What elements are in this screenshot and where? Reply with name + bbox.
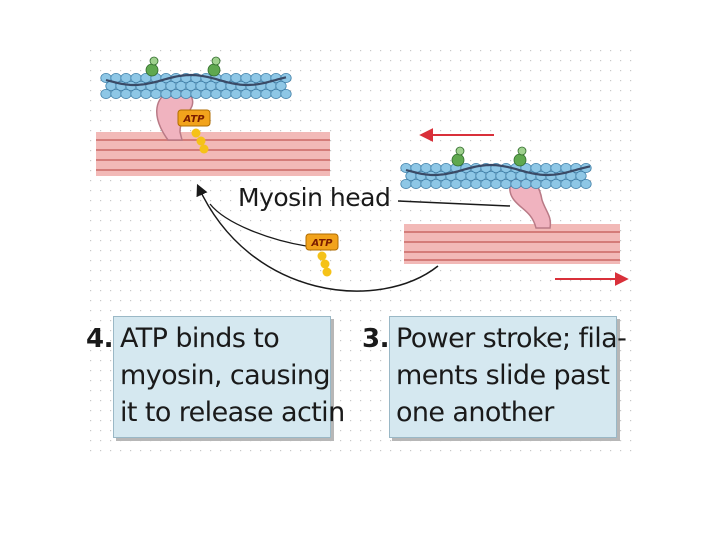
actin-filament-right bbox=[400, 146, 592, 189]
actin-bead bbox=[490, 178, 502, 189]
tropomyosin-strand bbox=[105, 73, 287, 87]
actin-bead bbox=[180, 89, 192, 100]
step-3-line-2: ments slide past bbox=[396, 360, 610, 391]
actin-bead bbox=[210, 89, 222, 100]
myosin-head-pointer bbox=[397, 200, 511, 207]
troponin-cap bbox=[517, 146, 527, 156]
step-3-line-1: Power stroke; fila- bbox=[396, 323, 627, 354]
actin-bead bbox=[520, 178, 532, 189]
troponin-cap bbox=[455, 146, 465, 156]
actin-bead bbox=[140, 89, 152, 100]
troponin bbox=[207, 63, 221, 77]
troponin bbox=[451, 153, 465, 167]
actin-bead bbox=[270, 89, 282, 100]
actin-bead bbox=[430, 178, 442, 189]
step-4-box: ATP binds to myosin, causing it to relea… bbox=[113, 316, 345, 438]
actin-bead bbox=[130, 89, 142, 100]
actin-bead bbox=[575, 170, 587, 181]
actin-bead bbox=[480, 178, 492, 189]
actin-filament-top-left bbox=[100, 56, 292, 100]
step-4-line-3: it to release actin bbox=[120, 397, 345, 428]
actin-bead bbox=[580, 178, 592, 189]
actin-bead bbox=[550, 178, 562, 189]
actin-bead bbox=[160, 89, 172, 100]
actin-bead bbox=[440, 178, 452, 189]
actin-bead bbox=[260, 89, 272, 100]
actin-bead bbox=[275, 81, 287, 92]
step-3-box: Power stroke; fila- ments slide past one… bbox=[389, 316, 627, 438]
tropomyosin-strand bbox=[405, 163, 591, 177]
cycle-arrow-inner bbox=[209, 203, 307, 247]
troponin bbox=[513, 153, 527, 167]
actin-bead bbox=[540, 178, 552, 189]
actin-bead bbox=[560, 178, 572, 189]
atp-molecule-top: ATP bbox=[177, 109, 211, 154]
actin-bead bbox=[230, 89, 242, 100]
actin-bead bbox=[570, 178, 582, 189]
step-4-number: 4. bbox=[86, 324, 113, 354]
actin-bead bbox=[120, 89, 132, 100]
step-3-number: 3. bbox=[362, 324, 389, 354]
atp-label-middle: ATP bbox=[311, 238, 334, 249]
actin-bead bbox=[190, 89, 202, 100]
actin-bead bbox=[100, 89, 112, 100]
actin-bead bbox=[460, 178, 472, 189]
actin-bead bbox=[400, 178, 412, 189]
troponin-cap bbox=[149, 56, 159, 66]
actin-bead bbox=[220, 89, 232, 100]
actin-bead bbox=[250, 89, 262, 100]
actin-bead bbox=[410, 178, 422, 189]
atp-molecule-middle: ATP bbox=[305, 233, 339, 277]
actin-bead bbox=[420, 178, 432, 189]
actin-bead bbox=[200, 89, 212, 100]
troponin-cap bbox=[211, 56, 221, 66]
actin-bead bbox=[240, 89, 252, 100]
step-4-line-2: myosin, causing bbox=[120, 360, 331, 391]
actin-bead bbox=[500, 178, 512, 189]
actin-bead bbox=[280, 89, 292, 100]
actin-bead bbox=[530, 178, 542, 189]
actin-bead bbox=[150, 89, 162, 100]
step-4-line-1: ATP binds to bbox=[120, 323, 280, 354]
actin-bead bbox=[450, 178, 462, 189]
thick-filament-right bbox=[404, 224, 620, 264]
step-3-line-3: one another bbox=[396, 397, 554, 428]
cycle-arrow-outer bbox=[196, 183, 439, 292]
actin-bead bbox=[110, 89, 122, 100]
actin-bead bbox=[510, 178, 522, 189]
atp-label-top: ATP bbox=[183, 114, 206, 125]
myosin-head-label: Myosin head bbox=[238, 183, 391, 212]
troponin bbox=[145, 63, 159, 77]
actin-bead bbox=[170, 89, 182, 100]
thick-filament-top-left bbox=[96, 132, 330, 176]
actin-bead bbox=[470, 178, 482, 189]
